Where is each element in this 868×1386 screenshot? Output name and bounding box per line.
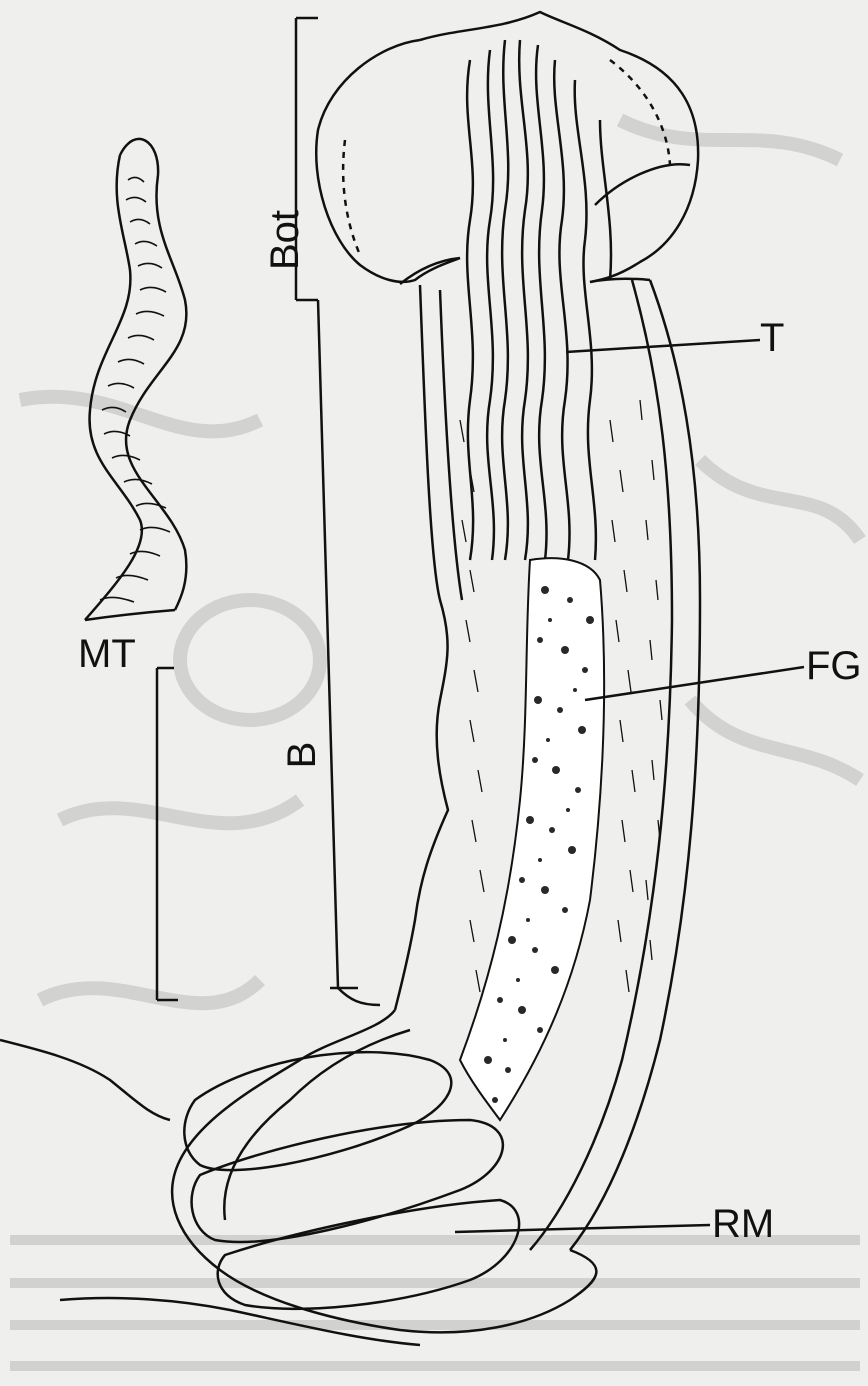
label-mt: MT <box>78 634 136 674</box>
label-bot: Bot <box>265 210 305 270</box>
label-b: B <box>282 735 322 775</box>
label-t: T <box>760 318 784 358</box>
label-fg: FG <box>806 646 862 686</box>
label-rm: RM <box>712 1204 774 1244</box>
